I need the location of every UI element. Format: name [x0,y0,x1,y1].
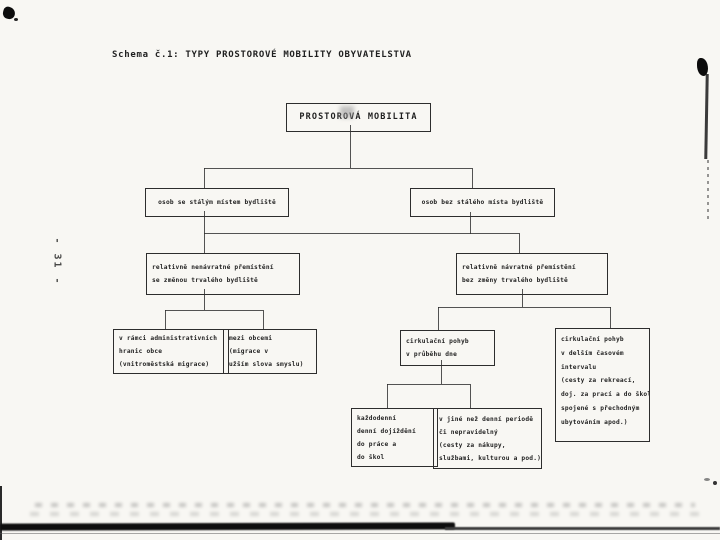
margin-page-number: - 31 - [51,237,63,286]
node-line: osob se stálým místem bydliště [158,199,276,206]
node-line: v jiné než denní periodě [439,415,534,423]
scan-ink-blob [697,58,708,76]
node-irreversible-relocation: relativně nenávratné přemístění se změnou… [146,253,300,295]
node-line: spojené s přechodným [561,404,640,412]
node-line: osob bez stálého místa bydliště [421,199,544,206]
connector-line [387,384,388,408]
node-circulation-within-day: cirkulační pohyb v průběhu dne [400,330,495,366]
node-line: do práce a [357,440,397,448]
node-line: cirkulační pohyb [561,336,624,343]
node-line: mezi obcemi [229,335,273,342]
connector-line [438,307,439,330]
connector-line [610,307,611,328]
connector-line [204,289,205,310]
connector-line [350,125,351,168]
scan-edge-line [0,486,2,540]
scan-smudge [340,106,354,118]
node-between-municipalities: mezi obcemi (migrace v užším slova smyslu) [223,329,317,374]
connector-line [204,233,519,234]
connector-line [519,233,520,253]
node-non-daily-period: v jiné než denní periodě či nepravidelný (… [433,408,542,469]
connector-line [204,211,205,253]
node-line: službami, kulturou a pod.) [439,454,542,462]
node-with-permanent-residence: osob se stálým místem bydliště [145,188,289,217]
node-line: či nepravidelný [439,428,498,436]
node-line: užším slova smyslu) [229,361,304,368]
node-line: každodenní [357,414,397,422]
node-line: hranic obce [119,348,163,355]
connector-line [522,289,523,307]
node-line: v průběhu dne [406,351,458,358]
connector-line [387,384,470,385]
node-line: ubytováním apod.) [561,418,628,426]
scan-smudge [35,503,695,507]
node-without-permanent-residence: osob bez stálého místa bydliště [410,188,555,217]
connector-line [204,168,472,169]
node-line: v rámci administrativních [119,335,218,342]
connector-line [438,307,611,308]
node-line: cirkulační pohyb [406,338,469,345]
node-circulation-longer-interval: cirkulační pohyb v delším časovém interval… [555,328,650,442]
connector-line [470,212,471,234]
connector-line [441,360,442,384]
scan-smudge [30,512,710,516]
node-line: relativně nenávratné přemístění [152,264,274,271]
scan-speck [704,478,710,481]
scan-edge-line [707,160,709,220]
node-line: relativně návratné přemístění [462,264,576,271]
node-line: (cesty za nákupy, [439,441,506,449]
node-returnable-relocation: relativně návratné přemístění bez změny t… [456,253,608,295]
node-line: v delším časovém [561,349,624,357]
scan-dark-band [0,522,456,531]
schema-title: Schema č.1: TYPY PROSTOROVÉ MOBILITY OBY… [112,50,412,60]
node-line: (vnitroměstská migrace) [119,361,210,368]
connector-line [204,168,205,188]
node-line: denní dojíždění [357,427,416,435]
scan-speck [14,18,18,21]
connector-line [165,310,166,329]
scan-edge-line [704,73,709,160]
connector-line [165,310,263,311]
node-line: bez změny trvalého bydliště [462,277,568,284]
node-line: intervalu [561,363,597,371]
node-line: PROSTOROVÁ MOBILITA [299,112,418,122]
connector-line [472,168,473,188]
node-daily-commuting: každodenní denní dojíždění do práce a do šk… [351,408,438,467]
connector-line [263,310,264,329]
node-line: se změnou trvalého bydliště [152,277,258,284]
node-root-spatial-mobility: PROSTOROVÁ MOBILITA [286,103,431,132]
node-line: (migrace v [229,348,269,355]
node-line: doj. za prací a do škol [561,391,650,399]
scan-dark-band [0,533,720,534]
node-line: do škol [357,453,385,461]
connector-line [470,384,471,408]
node-within-admin-borders: v rámci administrativních hranic obce (vni… [113,329,229,374]
scan-dark-band [445,527,720,530]
scan-speck [713,481,717,485]
node-line: (cesty za rekreací, [561,377,636,385]
